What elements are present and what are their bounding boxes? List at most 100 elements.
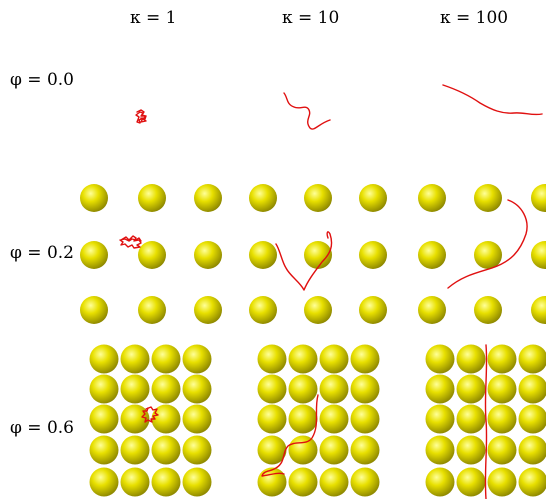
obstacle-sphere-phi06-kappa1-r2-c3 bbox=[182, 404, 212, 434]
obstacle-sphere-phi06-kappa1-r1-c1 bbox=[120, 374, 150, 404]
obstacle-sphere-phi06-kappa100-r1-c1 bbox=[456, 374, 486, 404]
obstacle-sphere-phi02-r0-c4 bbox=[304, 184, 332, 212]
obstacle-sphere-phi06-kappa10-r0-c2 bbox=[319, 344, 349, 374]
obstacle-sphere-phi02-r2-c3 bbox=[249, 296, 277, 324]
obstacle-sphere-phi06-kappa10-r2-c3 bbox=[350, 404, 380, 434]
obstacle-sphere-phi06-kappa10-r4-c2 bbox=[319, 467, 349, 497]
row-label-phi-02: φ = 0.2 bbox=[10, 243, 74, 263]
obstacle-sphere-phi06-kappa1-r1-c0 bbox=[89, 374, 119, 404]
obstacle-sphere-phi02-r0-c8 bbox=[531, 184, 546, 212]
obstacle-sphere-phi06-kappa10-r0-c0 bbox=[257, 344, 287, 374]
obstacle-sphere-phi06-kappa1-r0-c0 bbox=[89, 344, 119, 374]
chain-phi0-kappa100 bbox=[442, 84, 543, 116]
obstacle-sphere-phi02-r0-c5 bbox=[359, 184, 387, 212]
obstacle-sphere-phi06-kappa100-r4-c0 bbox=[425, 467, 455, 497]
obstacle-sphere-phi06-kappa100-r1-c0 bbox=[425, 374, 455, 404]
obstacle-sphere-phi06-kappa100-r1-c3 bbox=[518, 374, 546, 404]
obstacle-sphere-phi02-r2-c4 bbox=[304, 296, 332, 324]
obstacle-sphere-phi06-kappa100-r4-c2 bbox=[487, 467, 517, 497]
row-label-phi-06: φ = 0.6 bbox=[10, 418, 74, 438]
obstacle-sphere-phi02-r1-c8 bbox=[531, 241, 546, 269]
obstacle-sphere-phi02-r0-c0 bbox=[80, 184, 108, 212]
obstacle-sphere-phi02-r0-c6 bbox=[418, 184, 446, 212]
obstacle-sphere-phi06-kappa100-r3-c0 bbox=[425, 435, 455, 465]
obstacle-sphere-phi02-r1-c0 bbox=[80, 241, 108, 269]
obstacle-sphere-phi06-kappa10-r1-c0 bbox=[257, 374, 287, 404]
obstacle-sphere-phi02-r1-c1 bbox=[138, 241, 166, 269]
column-label-kappa-10: κ = 10 bbox=[282, 8, 340, 28]
obstacle-sphere-phi06-kappa100-r0-c0 bbox=[425, 344, 455, 374]
obstacle-sphere-phi06-kappa10-r4-c1 bbox=[288, 467, 318, 497]
obstacle-sphere-phi06-kappa10-r1-c1 bbox=[288, 374, 318, 404]
obstacle-sphere-phi06-kappa100-r2-c1 bbox=[456, 404, 486, 434]
obstacle-sphere-phi06-kappa1-r3-c0 bbox=[89, 435, 119, 465]
obstacle-sphere-phi06-kappa10-r2-c0 bbox=[257, 404, 287, 434]
obstacle-sphere-phi06-kappa10-r1-c3 bbox=[350, 374, 380, 404]
obstacle-sphere-phi02-r2-c8 bbox=[531, 296, 546, 324]
obstacle-sphere-phi06-kappa100-r0-c3 bbox=[518, 344, 546, 374]
obstacle-sphere-phi06-kappa100-r0-c2 bbox=[487, 344, 517, 374]
obstacle-sphere-phi06-kappa10-r3-c1 bbox=[288, 435, 318, 465]
obstacle-sphere-phi06-kappa10-r2-c1 bbox=[288, 404, 318, 434]
obstacle-sphere-phi06-kappa100-r0-c1 bbox=[456, 344, 486, 374]
obstacle-sphere-phi06-kappa1-r0-c3 bbox=[182, 344, 212, 374]
obstacle-sphere-phi06-kappa1-r4-c1 bbox=[120, 467, 150, 497]
obstacle-sphere-phi06-kappa1-r3-c1 bbox=[120, 435, 150, 465]
obstacle-sphere-phi06-kappa1-r2-c2 bbox=[151, 404, 181, 434]
obstacle-sphere-phi06-kappa1-r4-c0 bbox=[89, 467, 119, 497]
obstacle-sphere-phi06-kappa1-r3-c2 bbox=[151, 435, 181, 465]
obstacle-sphere-phi02-r2-c1 bbox=[138, 296, 166, 324]
column-label-kappa-100: κ = 100 bbox=[440, 8, 509, 28]
obstacle-sphere-phi06-kappa100-r4-c1 bbox=[456, 467, 486, 497]
chain-phi06-kappa10 bbox=[261, 394, 319, 477]
obstacle-sphere-phi06-kappa10-r0-c1 bbox=[288, 344, 318, 374]
obstacle-sphere-phi02-r1-c4 bbox=[304, 241, 332, 269]
obstacle-sphere-phi06-kappa1-r0-c2 bbox=[151, 344, 181, 374]
chain-phi0-kappa10 bbox=[283, 92, 331, 130]
obstacle-sphere-phi02-r0-c2 bbox=[194, 184, 222, 212]
obstacle-sphere-phi06-kappa100-r1-c2 bbox=[487, 374, 517, 404]
row-label-phi-0: φ = 0.0 bbox=[10, 70, 74, 90]
obstacle-sphere-phi06-kappa1-r0-c1 bbox=[120, 344, 150, 374]
obstacle-sphere-phi02-r2-c6 bbox=[418, 296, 446, 324]
obstacle-sphere-phi02-r0-c1 bbox=[138, 184, 166, 212]
obstacle-sphere-phi06-kappa1-r4-c3 bbox=[182, 467, 212, 497]
chain-phi02-kappa10 bbox=[275, 231, 333, 291]
obstacle-sphere-phi02-r0-c3 bbox=[249, 184, 277, 212]
obstacle-sphere-phi06-kappa100-r3-c1 bbox=[456, 435, 486, 465]
obstacle-sphere-phi06-kappa10-r1-c2 bbox=[319, 374, 349, 404]
column-label-kappa-1: κ = 1 bbox=[130, 8, 177, 28]
chain-phi06-kappa100 bbox=[484, 344, 488, 499]
obstacle-sphere-phi02-r2-c5 bbox=[359, 296, 387, 324]
obstacle-sphere-phi06-kappa100-r3-c2 bbox=[487, 435, 517, 465]
polymer-chains bbox=[119, 84, 543, 499]
obstacle-sphere-phi02-r2-c2 bbox=[194, 296, 222, 324]
obstacle-sphere-phi02-r1-c5 bbox=[359, 241, 387, 269]
obstacle-sphere-phi06-kappa10-r2-c2 bbox=[319, 404, 349, 434]
obstacle-sphere-phi06-kappa100-r4-c3 bbox=[518, 467, 546, 497]
obstacle-sphere-phi06-kappa100-r3-c3 bbox=[518, 435, 546, 465]
obstacle-sphere-phi06-kappa1-r2-c0 bbox=[89, 404, 119, 434]
chain-phi02-kappa1 bbox=[119, 235, 142, 249]
obstacle-sphere-phi02-r2-c0 bbox=[80, 296, 108, 324]
obstacle-sphere-phi06-kappa100-r2-c2 bbox=[487, 404, 517, 434]
obstacle-sphere-phi06-kappa100-r2-c3 bbox=[518, 404, 546, 434]
obstacle-sphere-phi06-kappa1-r2-c1 bbox=[120, 404, 150, 434]
obstacle-sphere-phi02-r0-c7 bbox=[474, 184, 502, 212]
obstacle-sphere-phi02-r1-c2 bbox=[194, 241, 222, 269]
obstacle-sphere-phi06-kappa10-r3-c2 bbox=[319, 435, 349, 465]
obstacle-sphere-phi06-kappa10-r4-c0 bbox=[257, 467, 287, 497]
obstacle-sphere-phi06-kappa1-r3-c3 bbox=[182, 435, 212, 465]
obstacle-sphere-phi06-kappa10-r3-c3 bbox=[350, 435, 380, 465]
obstacle-sphere-phi06-kappa1-r4-c2 bbox=[151, 467, 181, 497]
chain-phi0-kappa1 bbox=[135, 109, 147, 124]
obstacle-sphere-phi06-kappa100-r2-c0 bbox=[425, 404, 455, 434]
chain-phi06-kappa1 bbox=[141, 406, 159, 423]
obstacle-sphere-phi02-r2-c7 bbox=[474, 296, 502, 324]
obstacle-sphere-phi02-r1-c6 bbox=[418, 241, 446, 269]
obstacle-sphere-phi02-r1-c3 bbox=[249, 241, 277, 269]
obstacle-sphere-phi02-r1-c7 bbox=[474, 241, 502, 269]
obstacle-sphere-phi06-kappa10-r4-c3 bbox=[350, 467, 380, 497]
